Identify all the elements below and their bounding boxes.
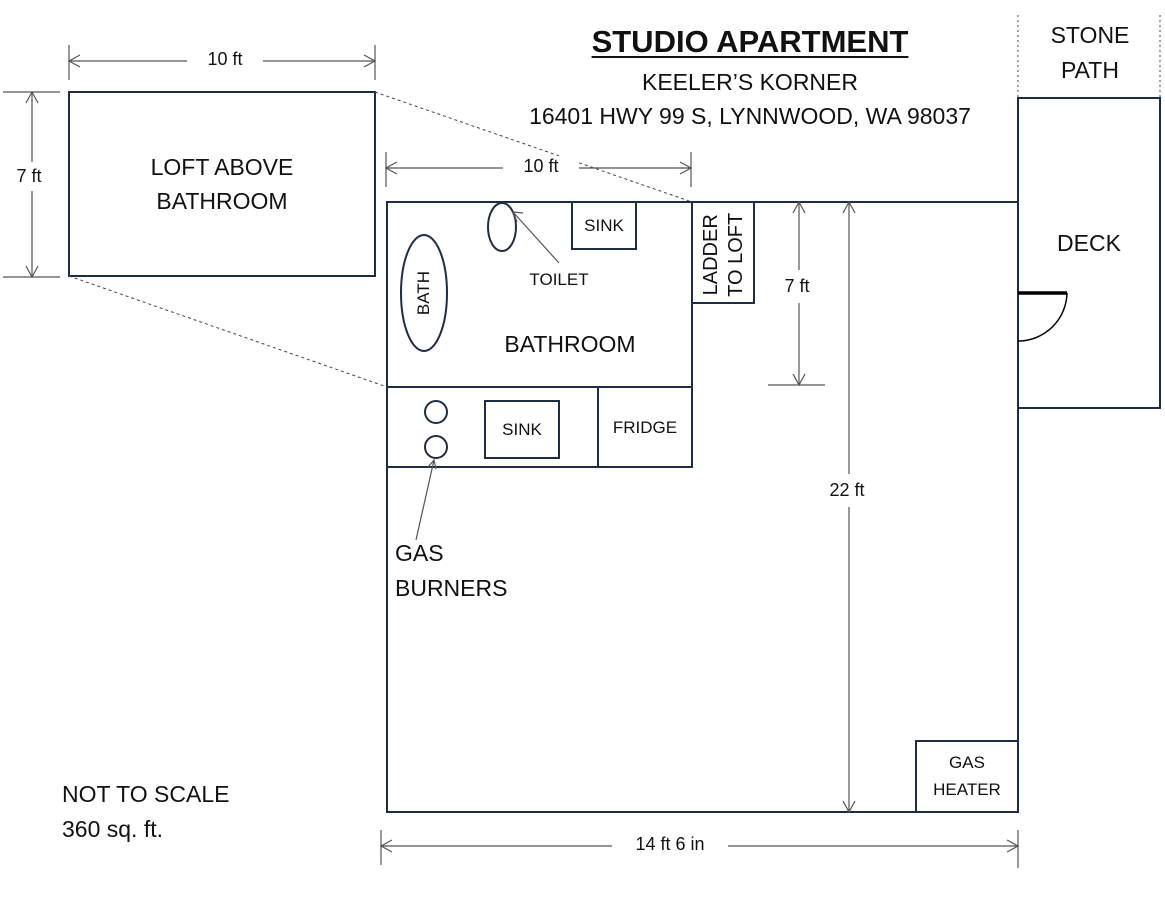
deck-door-swing	[1017, 292, 1068, 342]
dim-bath-width-label: 10 ft	[503, 156, 579, 178]
gas-burners-leader	[415, 459, 435, 541]
gas-heater-label-line2: HEATER	[933, 780, 1001, 799]
toilet-label: TOILET	[529, 270, 589, 289]
area-note: 360 sq. ft.	[62, 816, 164, 842]
dim-bath-width-arrow-right	[679, 161, 693, 175]
gas-heater	[915, 740, 1019, 813]
bathroom-sink	[571, 201, 637, 250]
deck-label: DECK	[1057, 230, 1121, 256]
dim-loft-depth-arrow-bottom	[25, 265, 39, 279]
ladder-to-loft	[691, 201, 755, 304]
dim-loft-width-arrow-right	[363, 54, 377, 68]
gas-burners-leader-arrowhead	[427, 458, 437, 470]
fridge-label: FRIDGE	[612, 418, 678, 437]
stone-path-label-line2: PATH	[1061, 57, 1119, 83]
not-to-scale-note: NOT TO SCALE	[62, 781, 230, 807]
dim-bath-width-arrow-left	[384, 161, 398, 175]
loft-label-line1: LOFT ABOVE	[150, 154, 294, 180]
loft-projection-line-bottom	[68, 275, 388, 388]
ladder-label-line1: LADDER	[700, 214, 723, 296]
dim-width-arrow-right	[1006, 839, 1020, 853]
dim-width-label: 14 ft 6 in	[612, 834, 728, 856]
dim-loft-depth-label: 7 ft	[3, 162, 55, 192]
kitchen-sink-label: SINK	[502, 420, 542, 439]
dim-bath-depth-arrow-top	[792, 200, 806, 214]
dim-length-arrow-bottom	[842, 800, 856, 814]
dim-length-arrow-top	[842, 200, 856, 214]
bath-label: BATH	[413, 270, 433, 316]
toilet-leader	[512, 211, 560, 264]
kitchen-counter	[386, 386, 693, 468]
gas-burner-1	[424, 400, 448, 424]
dim-loft-width-arrow-left	[67, 54, 81, 68]
dim-loft-width-label: 10 ft	[187, 49, 263, 71]
loft-outline	[68, 91, 376, 277]
bathroom-label: BATHROOM	[504, 331, 636, 357]
loft-projection-line-top	[374, 91, 693, 203]
loft-label-line2: BATHROOM	[156, 188, 288, 214]
subtitle: KEELER’S KORNER	[641, 69, 858, 95]
gas-burner-2	[424, 435, 448, 459]
address: 16401 HWY 99 S, LYNNWOOD, WA 98037	[529, 103, 971, 129]
toilet-leader-arrowhead	[512, 211, 524, 223]
deck-outline	[1017, 97, 1161, 409]
bathroom-sink-label: SINK	[584, 216, 624, 235]
dim-bath-depth-arrow-bottom	[792, 373, 806, 387]
stone-path-label-line1: STONE	[1050, 22, 1130, 48]
bath-tub	[400, 234, 448, 352]
gas-heater-label-line1: GAS	[949, 753, 985, 772]
dim-loft-depth-arrow-top	[25, 90, 39, 104]
dim-width-arrow-left	[379, 839, 393, 853]
toilet	[487, 202, 517, 252]
page-title: STUDIO APARTMENT	[591, 24, 909, 59]
dim-bath-depth-label: 7 ft	[771, 270, 823, 304]
gas-burners-label-line2: BURNERS	[395, 575, 508, 601]
ladder-label-line2: TO LOFT	[725, 212, 748, 297]
dim-length-label: 22 ft	[815, 474, 879, 508]
gas-burners-label-line1: GAS	[395, 540, 444, 566]
kitchen-sink	[484, 400, 560, 459]
